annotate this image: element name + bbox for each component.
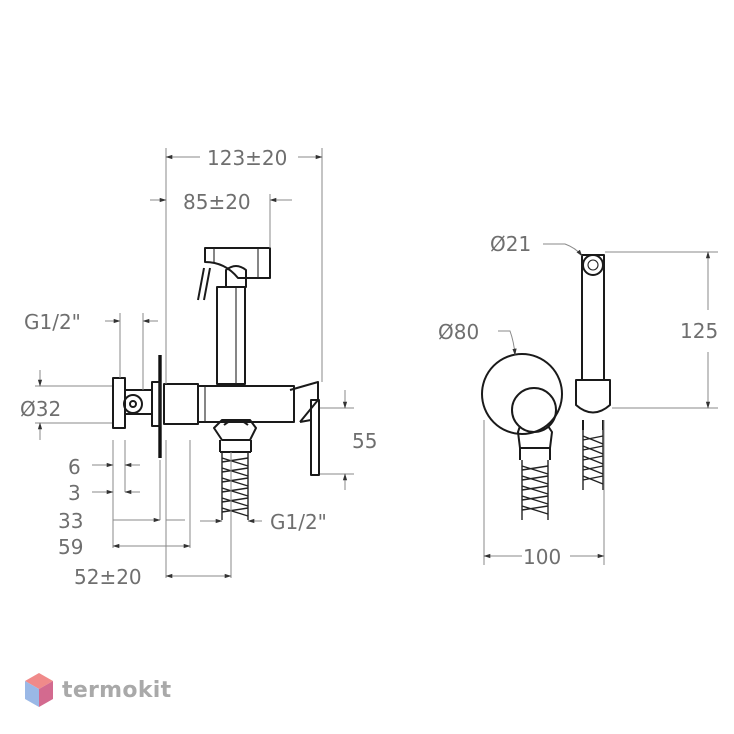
side-view-labels: 123±20 85±20 G1/2" Ø32 6 3 33 59 52±20 G… <box>20 146 377 589</box>
front-view-labels: Ø21 Ø80 125 100 <box>438 232 718 569</box>
brand-name: termokit <box>62 677 172 703</box>
front-view-dimensions <box>483 243 718 565</box>
dim-rosette-diameter: Ø32 <box>20 397 61 421</box>
dim-3: 3 <box>68 481 81 505</box>
brand-logo: termokit <box>24 670 171 710</box>
side-view-dimensions <box>35 148 354 579</box>
dim-width: 100 <box>523 545 561 569</box>
dim-33: 33 <box>58 509 83 533</box>
dim-inlet-thread: G1/2" <box>24 310 81 334</box>
dim-offset: 52±20 <box>74 565 142 589</box>
dim-59: 59 <box>58 535 83 559</box>
dim-outlet-thread: G1/2" <box>270 510 327 534</box>
front-view <box>481 254 611 520</box>
dim-head-diameter: Ø21 <box>490 232 531 256</box>
dim-total-width: 123±20 <box>207 146 287 170</box>
dim-head-height: 125 <box>680 319 718 343</box>
side-view <box>112 247 320 520</box>
dim-plate-diameter: Ø80 <box>438 320 479 344</box>
dim-spout-width: 85±20 <box>183 190 251 214</box>
dim-6: 6 <box>68 455 81 479</box>
dim-height: 55 <box>352 429 377 453</box>
hexagon-logo-icon <box>25 673 53 707</box>
